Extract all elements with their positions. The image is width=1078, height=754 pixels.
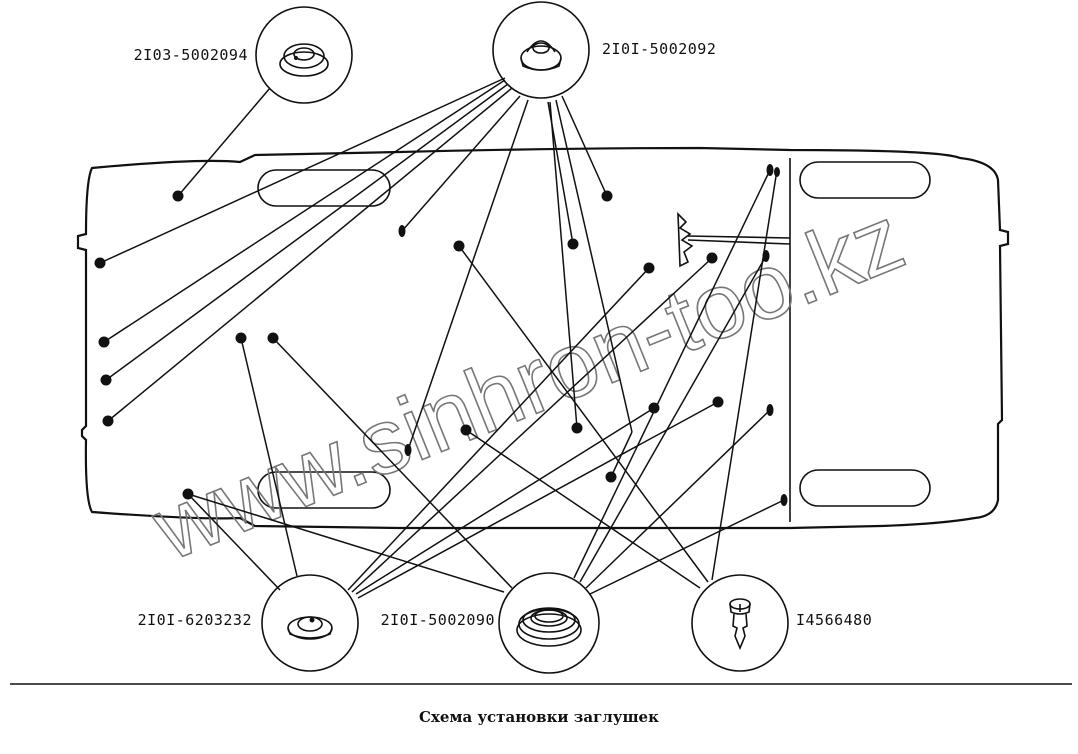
watermark-text: www.sinhron-too.kz [139,187,918,581]
cap-plug-icon [520,40,562,71]
part-number-label: 2I0I-5002092 [602,40,716,58]
plug-location-dot [766,404,774,416]
plug-location-dot [102,415,114,427]
plug-location-dot [453,240,465,252]
plug-location-dot [94,257,106,269]
front-right-opening [257,471,391,509]
rear-right-opening [799,469,931,507]
plug-location-dot [766,164,774,176]
plug-location-dot [182,488,194,500]
plug-location-dot [643,262,655,274]
plug-location-dot [404,444,412,456]
plug-location-dot [601,190,613,202]
part-callout-14566480: I4566480 [691,574,872,672]
parking-brake-bracket [677,211,791,268]
push-pin-plug-icon [729,598,751,651]
plug-location-dots [94,164,788,506]
plug-location-dot [774,167,780,177]
plug-location-dot [706,252,718,264]
plug-location-dot [648,402,660,414]
plug-location-dot [712,396,724,408]
plug-location-dot [605,471,617,483]
plug-location-dot [100,374,112,386]
part-number-label: 2I03-5002094 [134,46,248,64]
part-number-label: 2I0I-5002090 [381,611,495,629]
plug-location-dot [571,422,583,434]
part-callout-2103-5002094: 2I03-5002094 [134,6,353,104]
car-floor-outline [76,146,1010,530]
part-number-label: 2I0I-6203232 [138,611,252,629]
part-callout-2101-5002092: 2I0I-5002092 [492,1,716,99]
plug-location-dot [98,336,110,348]
plug-location-dot [235,332,247,344]
front-left-opening [257,169,391,207]
plug-location-dot [172,190,184,202]
small-plug-icon [287,616,333,640]
part-callout-2101-6203232: 2I0I-6203232 [138,574,359,672]
plug-location-dot [567,238,579,250]
plug-location-dot [762,250,770,262]
part-number-label: I4566480 [796,611,872,629]
diagram-caption: Схема установки заглушек [419,708,659,726]
plug-location-dot [780,494,788,506]
plug-location-dot [460,424,472,436]
plug-location-dot [398,225,406,237]
rear-left-opening [799,161,931,199]
part-callout-2101-5002090: 2I0I-5002090 [381,572,600,674]
plug-location-dot [267,332,279,344]
flat-ring-plug-icon [279,43,329,77]
leader-lines [99,77,785,599]
large-ring-plug-icon [516,607,582,647]
